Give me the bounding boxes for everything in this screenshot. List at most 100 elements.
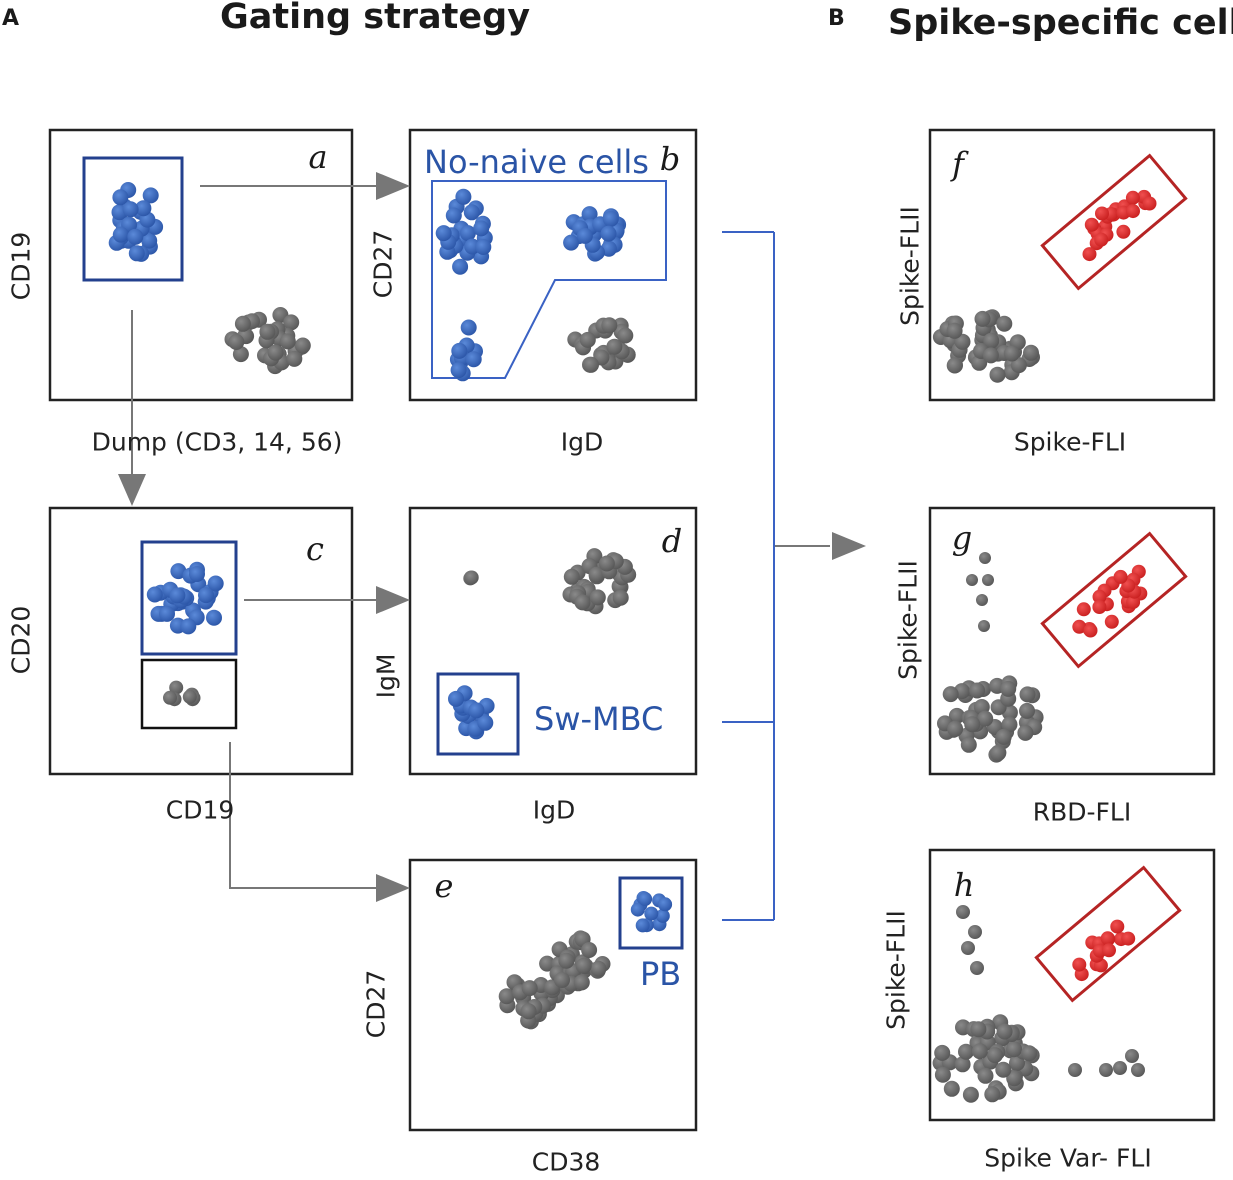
cell-populations — [108, 182, 1157, 1103]
panel-d-xlabel: IgD — [532, 795, 576, 825]
panel-b-cd27pos-igdpos-cell — [602, 210, 619, 227]
panel-c-cd20high-cell — [206, 609, 222, 626]
panel-g-negative-cell — [947, 720, 964, 737]
panel-h-outliers-cell — [1113, 1061, 1127, 1075]
panel-a-ylabel: CD19 — [6, 231, 36, 301]
panel-c-cd20high-cell — [169, 587, 186, 604]
panel-f-negative-cell — [983, 332, 1000, 349]
panel-h-negative-cell — [970, 1021, 987, 1038]
arrow-heads — [118, 172, 866, 902]
panel-h-var-pos-cell — [1121, 931, 1136, 946]
panel-g-outliers-cell — [976, 594, 988, 606]
panel-e-cd27-cd38-a-cell — [521, 980, 538, 997]
panel-a-bcells-cell — [127, 228, 144, 245]
panel-e-gate — [618, 876, 684, 950]
panel-f-negative-cell — [946, 322, 963, 339]
panel-h-negative-cell — [1021, 1045, 1038, 1062]
panel-d-sw-mbc-cell — [477, 714, 494, 731]
panel-g-xlabel: RBD-FLI — [1032, 797, 1132, 827]
panel-f-negative-cell — [996, 315, 1013, 332]
panel-e-cd27-cd38-b-cell — [573, 974, 590, 991]
panel-f-negative-cell — [946, 357, 963, 374]
panel-g-negative-cell — [964, 716, 981, 733]
panel-b-naive-cell — [617, 327, 634, 344]
panel-h-negative-cell — [934, 1044, 951, 1061]
panel-g-outliers-cell — [979, 552, 991, 564]
panel-f-negative-cell — [1023, 344, 1039, 361]
panel-a-dump-pos-cell — [228, 334, 245, 350]
panel-d-sw-mbc-cell — [468, 702, 485, 719]
panel-h-negative-cell — [962, 1086, 979, 1103]
panel-h-outliers-cell — [1099, 1063, 1113, 1077]
panel-a-bcells-cell — [135, 200, 152, 217]
panel-f-negative-cell — [982, 347, 999, 364]
panel-h-outliers-cell — [961, 941, 975, 955]
panel-e-cd27-cd38-b-cell — [554, 972, 570, 988]
panel-e-cd27-cd38-b-cell — [590, 960, 607, 977]
panel-h-negative-cell — [954, 1056, 971, 1073]
panel-a-bcells-cell — [122, 201, 139, 218]
panel-g-outliers — [966, 552, 994, 632]
panel-a-bcells-cell — [128, 245, 145, 262]
panel-b-naive — [567, 317, 636, 373]
panel-b-cd27pos-igdneg-cell — [452, 258, 469, 275]
panel-a-bcells-cell — [141, 232, 158, 249]
panel-a-dump-pos-cell — [279, 333, 296, 350]
panel-g-letter: g — [951, 519, 973, 557]
panel-c-cd20low-cell — [163, 690, 177, 705]
panel-c-xlabel: CD19 — [165, 795, 235, 825]
panel-a-gate — [82, 156, 184, 282]
panel-g-negative-cell — [948, 707, 965, 724]
panel-h-letter: h — [953, 866, 975, 904]
panel-c-cd20low — [163, 680, 201, 707]
panel-h-negative-cell — [995, 1061, 1012, 1078]
panel-c-cd20high-cell — [207, 575, 224, 592]
section-a-heading: Gating strategy — [220, 0, 531, 37]
panel-h-negative-cell — [1006, 1041, 1023, 1058]
panel-d-frame — [408, 506, 698, 776]
panel-h-var-pos-cell — [1100, 931, 1115, 946]
panel-a-dump-pos-cell — [234, 315, 251, 332]
panel-f-spike-pos-cell — [1084, 217, 1099, 232]
panel-c-cd20high-cell — [159, 605, 175, 622]
panel-h-negative-cell — [996, 1023, 1013, 1040]
panel-g-negative-cell — [977, 710, 994, 727]
panel-c-ylabel: CD20 — [6, 605, 36, 675]
panel-d-sw-mbc — [448, 685, 495, 740]
panel-c-cd20high-cell — [189, 566, 205, 582]
panel-g-rbd-pos-cell — [1104, 614, 1119, 629]
panel-d-igm-only-cell — [464, 570, 479, 585]
panel-f-negative-cell — [1003, 345, 1020, 362]
panel-b-cd27pos-igdneg-cell — [463, 204, 480, 221]
panel-f-letter: f — [952, 145, 964, 183]
panel-a-bcells-cell — [112, 189, 129, 206]
panel-h-negative-cell — [1006, 1070, 1023, 1087]
panel-a-dump-pos-cell — [259, 323, 276, 340]
panel-d-sw-mbc-cell — [448, 690, 464, 707]
panel-h-var-pos-cell — [1102, 943, 1116, 958]
panel-d-igmpos-igdpos-cell — [588, 566, 605, 583]
panel-e-cd27-cd38-b-cell — [539, 955, 556, 972]
panel-g-negative-cell — [1019, 686, 1036, 703]
panel-c-cd20high-cell — [198, 587, 214, 604]
panel-g-negative-cell — [990, 745, 1006, 762]
panel-g-outliers-cell — [966, 574, 978, 586]
panel-a-bcells — [108, 182, 164, 262]
panel-c-cd20low-cell — [182, 689, 197, 704]
panel-g-outliers-cell — [982, 574, 994, 586]
panel-d-igmpos-igdpos-cell — [589, 589, 606, 606]
panel-h-xlabel: Spike Var- FLI — [984, 1143, 1152, 1173]
panel-h-negative-cell — [934, 1066, 951, 1083]
panel-b-cd27pos-igdpos-cell — [581, 206, 598, 223]
panel-b-cd27pos-igdneg-cell — [475, 239, 492, 255]
panel-g-rbd-pos-cell — [1076, 602, 1091, 617]
panel-f-negative-cell — [974, 310, 991, 327]
panel-b-cd27neg-igdneg — [449, 319, 483, 382]
panel-e-cd27-cd38-a-cell — [498, 988, 515, 1005]
panel-g-rbd-pos-cell — [1083, 623, 1098, 638]
panel-d-gate — [436, 672, 520, 756]
panel-a-bcells-cell — [112, 226, 129, 243]
panel-b-gate — [431, 180, 667, 379]
panel-b-cd27neg-igdneg-cell — [460, 319, 477, 336]
panel-b-cd27neg-igdneg-cell — [451, 342, 468, 359]
